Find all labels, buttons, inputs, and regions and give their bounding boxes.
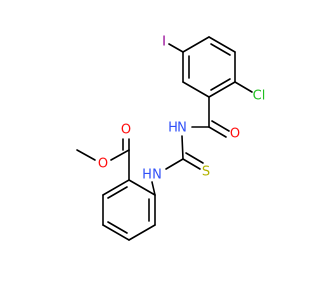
bonds-iodochlorophenyl-ring bbox=[182, 36, 236, 98]
bond bbox=[128, 224, 156, 241]
bond-c-i bbox=[168, 43, 184, 53]
molecule-structure-diagram: I Cl O N H S N H O O bbox=[76, 35, 265, 241]
atom-oxygen-amide-carbonyl: O bbox=[230, 127, 240, 142]
atom-labels: I Cl O N H S N H O O bbox=[98, 35, 265, 183]
bond-thiocarbonyl-nh bbox=[165, 158, 184, 170]
atom-sulfur-thione: S bbox=[202, 165, 210, 180]
atom-nitrogen-thioamide: N bbox=[152, 168, 162, 183]
bond-double-inner bbox=[210, 78, 231, 91]
bond-double-inner bbox=[210, 43, 231, 56]
bond-ester-c-o-single bbox=[110, 149, 130, 161]
bond bbox=[182, 36, 210, 53]
bond bbox=[102, 179, 130, 196]
bond-double-inner bbox=[107, 221, 128, 234]
bond bbox=[102, 224, 130, 241]
bond bbox=[128, 179, 156, 196]
bond-double-inner bbox=[107, 186, 128, 199]
atom-nitrogen-amide: N bbox=[177, 121, 187, 136]
atom-oxygen-ester-carbonyl: O bbox=[121, 123, 131, 138]
bond bbox=[208, 81, 236, 98]
atom-chlorine: Cl bbox=[253, 89, 266, 104]
atom-oxygen-ester-ether: O bbox=[98, 157, 108, 172]
bond-nh-aryl bbox=[151, 181, 156, 196]
bond-thiocarbonyl-s bbox=[182, 158, 201, 170]
bond-c-cl bbox=[234, 81, 253, 93]
bonds-benzoate-ring bbox=[102, 179, 156, 241]
bond bbox=[208, 36, 236, 53]
bonds-methyl-ester bbox=[76, 138, 130, 181]
bonds-substituents bbox=[151, 43, 253, 196]
atom-iodine: I bbox=[162, 35, 166, 50]
atom-hydrogen-thioamide: H bbox=[142, 168, 152, 183]
bond-thiocarbonyl-s-double bbox=[185, 152, 204, 164]
bond-o-methyl bbox=[76, 149, 96, 161]
atom-hydrogen-amide: H bbox=[168, 121, 178, 136]
bond-carbonyl-o-double bbox=[211, 120, 230, 132]
bond-n-thiocarbonyl bbox=[181, 135, 184, 160]
bond-carbonyl-o bbox=[208, 126, 227, 138]
bond bbox=[182, 81, 210, 98]
